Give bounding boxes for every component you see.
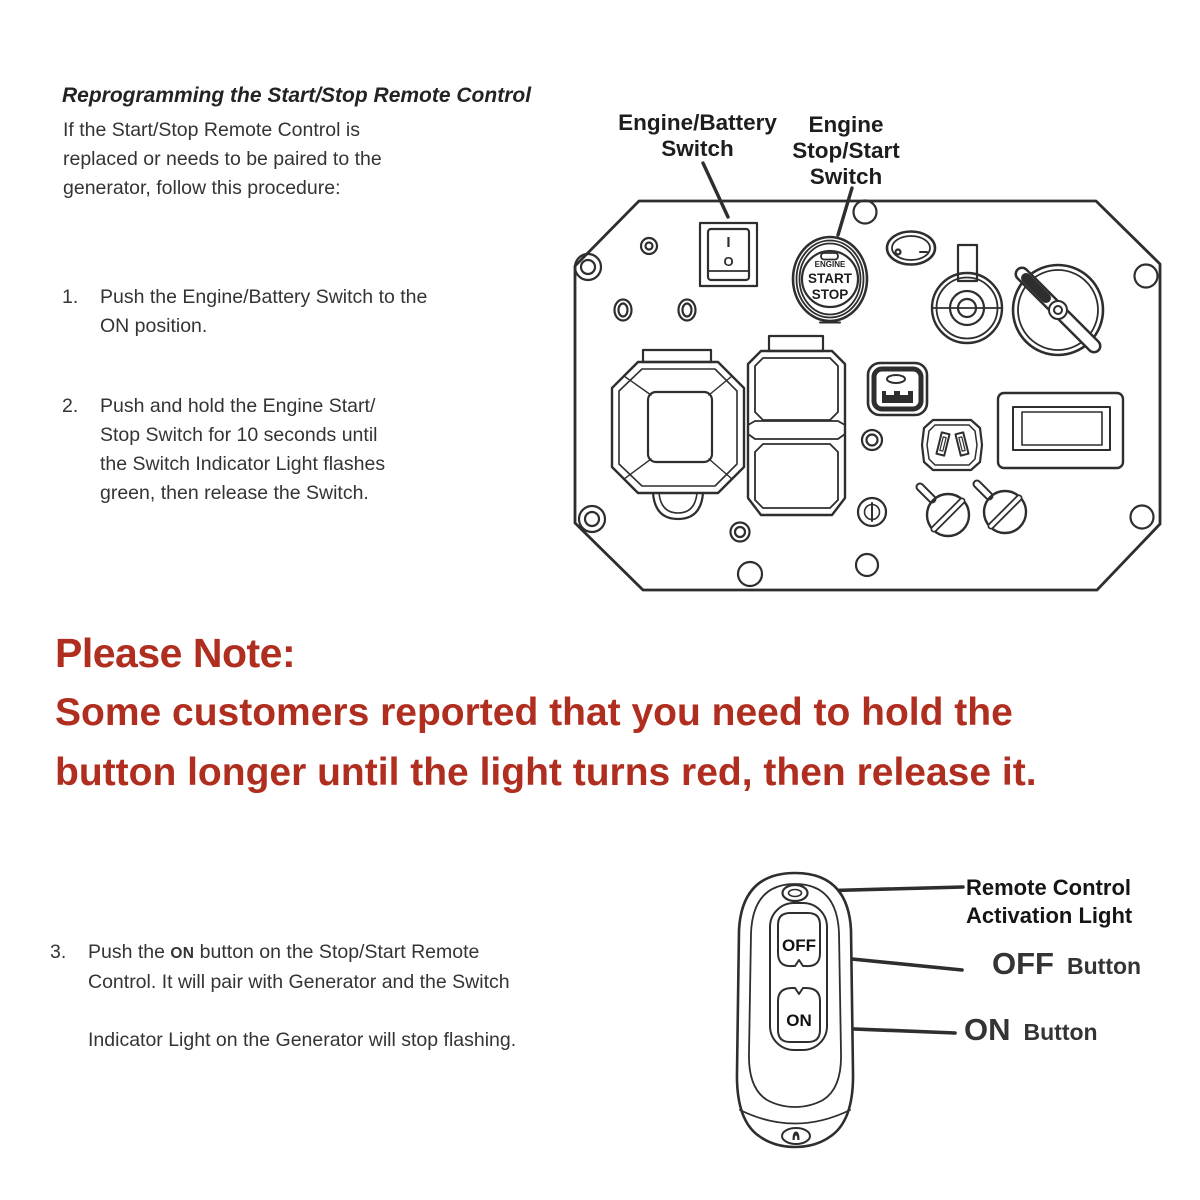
thumbscrew-right — [972, 479, 1028, 535]
step-3-on-word: ON — [170, 945, 195, 962]
mounting-holes — [573, 199, 1159, 588]
step-1-text: Push the Engine/Battery Switch to the ON… — [100, 286, 428, 337]
display-window — [996, 391, 1125, 470]
start-stop-text-start: START — [808, 271, 853, 286]
leader-stop-start — [836, 186, 854, 237]
household-outlet — [920, 418, 984, 472]
thumbscrew-left — [915, 482, 971, 538]
step-2-text: Push and hold the Engine Start/ Stop Swi… — [100, 395, 386, 504]
step-3-line3: Indicator Light on the Generator will st… — [88, 1029, 517, 1051]
label-engine-stop-start-switch: Engine Stop/Start Switch — [792, 112, 900, 189]
pilot-light-oval — [885, 230, 937, 266]
panel-outline — [573, 199, 1162, 592]
remote-button-panel — [769, 902, 828, 1051]
step-2-number: 2. — [62, 395, 79, 417]
remote-control-diagram: OFF ON — [735, 871, 965, 1149]
label-on-word: ON — [964, 1012, 1011, 1047]
usb-port — [866, 361, 929, 417]
twist-lock-outlet — [610, 348, 746, 521]
remote-bottom-seam — [739, 1109, 851, 1125]
rocker-on-symbol: I — [726, 234, 730, 251]
remote-off-button-label: OFF — [782, 936, 816, 955]
step-2: 2. Push and hold the Engine Start/ Stop … — [62, 392, 462, 508]
remote-on-button: ON — [777, 987, 821, 1043]
note-heading: Please Note: — [55, 630, 296, 676]
step-3-number: 3. — [50, 941, 67, 963]
label-engine-battery-switch: Engine/Battery Switch — [618, 110, 777, 161]
label-activation-light: Remote Control Activation Light — [966, 875, 1133, 928]
remote-off-button: OFF — [777, 912, 821, 968]
generator-panel-diagram: I O ENGINE START STOP — [573, 161, 1162, 592]
start-stop-text-stop: STOP — [812, 287, 849, 302]
intro-paragraph: If the Start/Stop Remote Control is repl… — [63, 119, 382, 199]
label-off-button: OFF Button — [992, 946, 1141, 982]
engine-start-stop-switch: ENGINE START STOP — [791, 235, 869, 324]
activation-light — [781, 883, 809, 903]
engine-battery-switch: I O — [698, 221, 759, 288]
note-line-2: button longer until the light turns red,… — [55, 751, 1037, 794]
remote-body-outline — [735, 871, 855, 1149]
step-3-line1: Push the ON button on the Stop/Start Rem… — [88, 941, 480, 963]
page-title: Reprogramming the Start/Stop Remote Cont… — [62, 84, 532, 107]
label-off-word: OFF — [992, 946, 1054, 981]
step-1-number: 1. — [62, 286, 79, 308]
rocker-off-symbol: O — [723, 254, 733, 269]
remote-on-button-label: ON — [786, 1011, 812, 1030]
lanyard-hole — [781, 1127, 811, 1145]
step-3-line2: Control. It will pair with Generator and… — [88, 971, 510, 993]
label-on-button-word: Button — [1023, 1019, 1098, 1045]
panel-screws — [613, 236, 884, 543]
start-stop-text-engine: ENGINE — [815, 260, 846, 269]
note-line-1: Some customers reported that you need to… — [55, 691, 1013, 734]
covered-duplex-outlet — [746, 334, 847, 517]
step-3-text: Push the ON button on the Stop/Start Rem… — [88, 938, 516, 1084]
round-connector — [930, 243, 1004, 345]
label-on-button: ON Button — [964, 1012, 1098, 1048]
leader-engine-battery — [701, 161, 730, 219]
slotted-screw — [856, 496, 888, 528]
label-off-button-word: Button — [1067, 953, 1142, 979]
step-3: 3. Push the ON button on the Stop/Start … — [50, 938, 610, 1084]
start-stop-indicator-light — [820, 252, 839, 261]
fuel-valve-knob — [1011, 263, 1105, 357]
remote-body-inner-line — [748, 883, 842, 1108]
step-1: 1. Push the Engine/Battery Switch to the… — [62, 283, 492, 341]
